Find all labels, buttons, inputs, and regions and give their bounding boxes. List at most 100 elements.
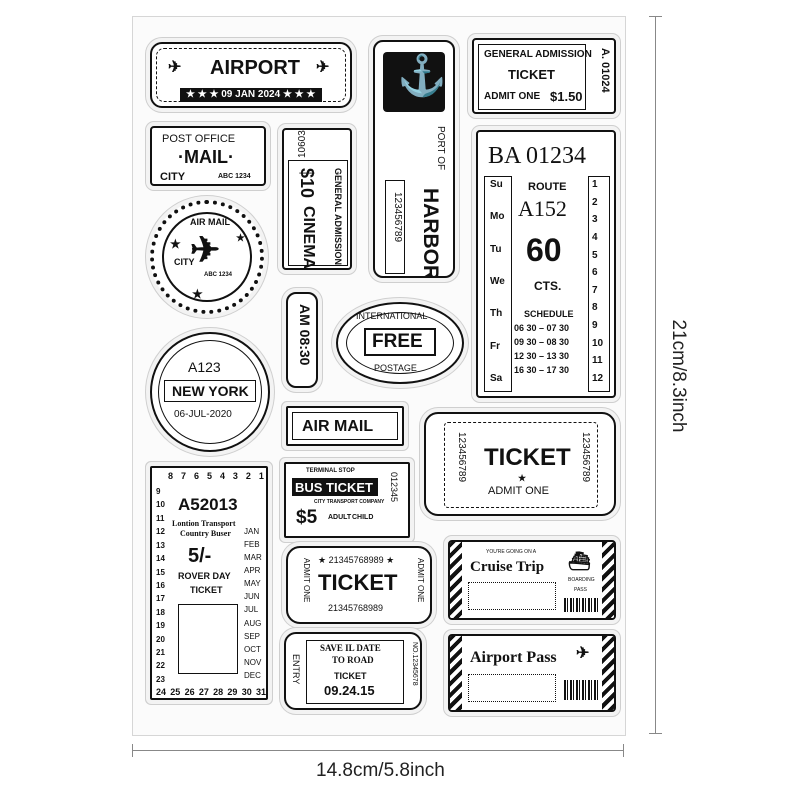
route-number-cell: 2 xyxy=(592,196,598,208)
route-number-cell: 4 xyxy=(592,231,598,243)
route-time-row: 09 30 – 08 30 xyxy=(514,337,570,347)
airport-pass-title: Airport Pass xyxy=(470,649,557,666)
rover-company1: Lontion Transport xyxy=(172,519,236,528)
rover-bottom-number: 24 xyxy=(156,687,167,697)
height-dimension-label: 21cm/8.3inch xyxy=(668,319,689,433)
rover-month: AUG xyxy=(244,618,262,628)
cinema-stamp: 1060355 $10 CINEMA GENERAL ADMISSION xyxy=(282,128,352,270)
cruise-trip-stamp: YOU'RE GOING ON A Cruise Trip ⛴ BOARDING… xyxy=(448,540,616,620)
ticket-admit-digits-right: 123456789 xyxy=(580,432,591,483)
rover-left-number: 22 xyxy=(156,661,165,671)
cruise-stripe-right xyxy=(602,542,614,618)
general-admission-serial: A. 01024 xyxy=(599,48,611,93)
height-dimension-tick-top xyxy=(649,16,662,17)
airport-date: ★ ★ ★ 09 JAN 2024 ★ ★ ★ xyxy=(186,89,316,100)
route-number-cell: 9 xyxy=(592,320,598,331)
bus-ticket-stamp: TERMINAL STOP BUS TICKET CITY TRANSPORT … xyxy=(284,462,410,538)
post-office-stamp: POST OFFICE ·MAIL· CITY ABC 1234 xyxy=(150,126,266,186)
rover-left-number: 10 xyxy=(156,500,165,510)
bus-ticket-child: CHILD xyxy=(352,514,374,521)
ticket-admit-one-left: ADMIT ONE xyxy=(302,558,311,603)
ticket-admit-admit: ADMIT ONE xyxy=(488,485,549,497)
save-date-line1: SAVE IL DATE xyxy=(320,643,381,653)
width-dimension-tick-right xyxy=(623,744,624,757)
harbor-stamp: ⚓ PORT OF HARBOR 123456789 xyxy=(373,40,455,278)
am-time-stamp: AM 08:30 xyxy=(286,292,318,388)
airport-pass-stamp: Airport Pass ✈ xyxy=(448,634,616,712)
general-admission-price: $1.50 xyxy=(550,89,583,104)
airport-pass-info-box xyxy=(468,674,556,702)
new-york-stamp: A123 NEW YORK 06-JUL-2020 xyxy=(150,332,270,452)
rover-photo-box xyxy=(178,604,238,674)
rover-month: MAR xyxy=(244,553,262,563)
rover-top-number: 5 xyxy=(206,471,212,481)
rover-month: SEP xyxy=(244,631,261,641)
rover-left-number: 15 xyxy=(156,567,165,577)
rover-bottom-number: 25 xyxy=(170,687,181,697)
route-number-cell: 1 xyxy=(592,179,598,190)
general-admission-admit: ADMIT ONE xyxy=(484,91,541,102)
general-admission-ticket: TICKET xyxy=(508,67,555,82)
route-day-label: Mo xyxy=(490,211,505,223)
save-date-date: 09.24.15 xyxy=(324,683,375,698)
cinema-price: $10 xyxy=(297,168,317,199)
rover-left-number: 12 xyxy=(156,527,165,537)
rover-company2: Country Buser xyxy=(180,529,231,538)
rover-month: NOV xyxy=(244,657,262,667)
airport-pass-stripe-right xyxy=(602,636,614,710)
cruise-info-box xyxy=(468,582,556,610)
free-postage-stamp: INTERNATIONAL FREE POSTAGE xyxy=(336,302,464,384)
cinema-name: CINEMA xyxy=(300,206,317,270)
rover-month: APR xyxy=(244,566,261,576)
rover-bottom-number: 26 xyxy=(184,687,195,697)
airport-pass-barcode xyxy=(564,680,598,700)
airport-pass-stripe-left xyxy=(450,636,462,710)
route-number-cell: 7 xyxy=(592,284,598,296)
rover-price: 5/- xyxy=(188,545,212,567)
rover-left-number: 11 xyxy=(156,513,165,523)
ticket-admit-stamp: 123456789 TICKET ★ ADMIT ONE 123456789 xyxy=(424,412,616,516)
save-date-serial: NO.12345678 xyxy=(411,642,418,686)
ticket-admit-digits-left: 123456789 xyxy=(456,432,467,483)
cruise-barcode xyxy=(564,598,598,612)
height-dimension-line xyxy=(655,16,656,734)
bus-ticket-serial: 012345 xyxy=(389,472,399,503)
star-icon: ★ xyxy=(192,287,203,301)
route-label: ROUTE xyxy=(528,181,567,193)
free-postage-top: INTERNATIONAL xyxy=(356,311,428,321)
rover-bottom-number: 28 xyxy=(213,687,224,697)
new-york-code: A123 xyxy=(188,359,221,375)
rover-month: JUN xyxy=(244,592,260,602)
harbor-digits: 123456789 xyxy=(392,192,403,243)
route-number-cell: 5 xyxy=(592,249,598,261)
rover-bottom-number: 27 xyxy=(198,687,209,697)
ticket-admit-one-number-bottom: 21345768989 xyxy=(328,603,384,613)
air-mail-label-stamp: AIR MAIL xyxy=(286,406,404,446)
new-york-date: 06-JUL-2020 xyxy=(174,409,232,420)
new-york-city: NEW YORK xyxy=(172,383,249,399)
rover-code: A52013 xyxy=(178,495,238,514)
bus-ticket-top: TERMINAL STOP xyxy=(306,468,355,474)
harbor-anchor-band xyxy=(383,52,445,112)
rover-left-number: 21 xyxy=(156,648,165,658)
save-date-line2: TO ROAD xyxy=(332,655,374,665)
route-days-column xyxy=(484,176,512,392)
airport-title: AIRPORT xyxy=(210,57,300,79)
width-dimension-line xyxy=(132,750,624,751)
height-dimension-tick-bottom xyxy=(649,733,662,734)
post-office-code: ABC 1234 xyxy=(218,173,251,180)
route-number-cell: 8 xyxy=(592,302,598,314)
route-day-label: Su xyxy=(490,179,503,190)
rover-left-number: 14 xyxy=(156,554,165,564)
route-number-cell: 12 xyxy=(592,372,604,384)
rover-month: DEC xyxy=(244,670,261,680)
route-day-label: Fr xyxy=(490,340,500,352)
rover-bottom-number: 29 xyxy=(227,687,238,697)
ticket-admit-one-stamp: ★ 21345768989 ★ TICKET 21345768989 ADMIT… xyxy=(286,546,432,624)
rover-left-number: 13 xyxy=(156,540,165,550)
